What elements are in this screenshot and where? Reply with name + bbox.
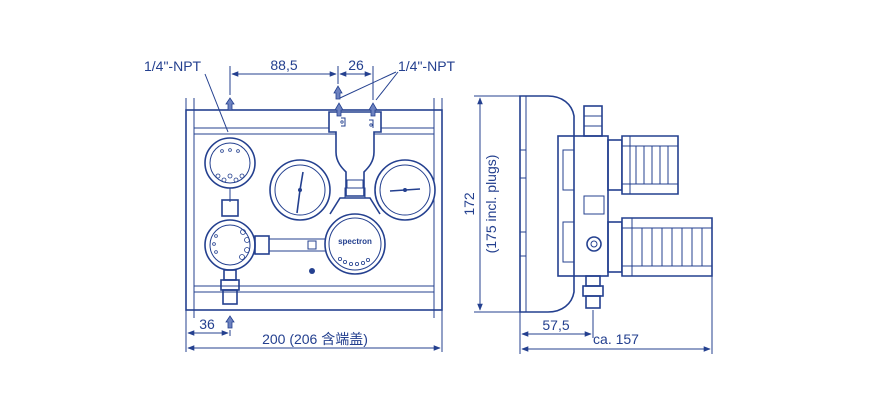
working-pressure-gauge-left: [269, 159, 331, 221]
dim-height-note: (175 incl. plugs): [483, 155, 499, 254]
port-label-right: 1/4"-NPT: [398, 58, 456, 74]
dim-width: 200 (206 含端盖): [262, 331, 368, 347]
port-arrows: [225, 85, 378, 329]
dim-depth-total: ca. 157: [593, 331, 639, 347]
dim-depth-base: 57,5: [542, 317, 569, 333]
port-label-left: 1/4"-NPT: [144, 58, 202, 74]
dim-port-spacing: 26: [348, 57, 364, 73]
brand-label: spectron: [338, 237, 372, 246]
working-pressure-gauge-right: [374, 159, 436, 221]
lower-handwheel: [607, 217, 713, 277]
front-view: spectron 1/4"-NPT 1/4"-NPT: [144, 57, 456, 352]
side-view: 172 (175 incl. plugs) 57,5 ca. 157: [461, 95, 713, 354]
pressure-gauge-bottom-left: [204, 219, 256, 271]
inlet-pressure-gauge-left: [204, 137, 256, 202]
dim-height: 172: [461, 192, 477, 216]
dim-center-offset: 88,5: [270, 57, 297, 73]
dim-outlet-offset: 36: [199, 316, 215, 332]
outlet-manifold: [328, 111, 382, 199]
side-housing: [519, 95, 575, 313]
upper-handwheel: [607, 135, 679, 195]
pressure-regulator: spectron: [324, 197, 386, 275]
